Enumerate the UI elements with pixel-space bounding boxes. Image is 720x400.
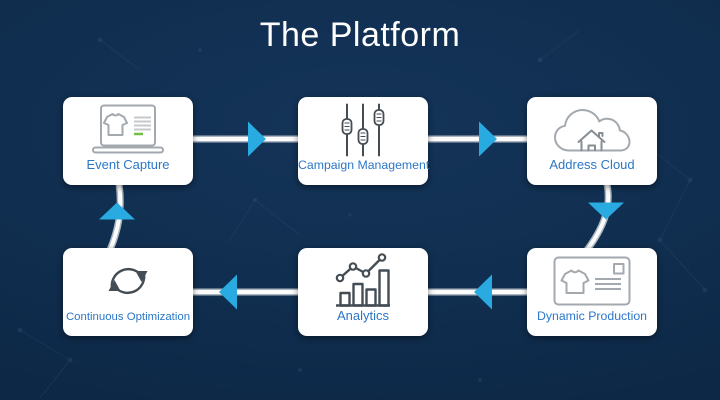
cloud-house-icon bbox=[527, 102, 657, 158]
node-campaign-management: Campaign Management bbox=[298, 97, 430, 185]
connector-optimization-to-event bbox=[106, 183, 124, 252]
page-title: The Platform bbox=[259, 16, 461, 54]
refresh-cycle-icon bbox=[63, 253, 193, 309]
node-continuous-optimization: Continuous Optimization bbox=[63, 248, 193, 336]
laptop-tshirt-icon bbox=[63, 102, 193, 158]
node-label: Event Capture bbox=[86, 157, 170, 172]
arrow-left-icon bbox=[219, 274, 237, 310]
connector-address-to-production bbox=[584, 183, 612, 253]
postcard-tshirt-icon bbox=[527, 253, 657, 309]
arrow-down-icon bbox=[588, 202, 624, 220]
arrow-left-icon bbox=[474, 274, 492, 310]
node-label: Analytics bbox=[336, 308, 390, 323]
node-analytics: Analytics bbox=[298, 248, 428, 336]
sliders-icon bbox=[298, 102, 428, 158]
node-label: Dynamic Production bbox=[536, 309, 648, 323]
arrow-right-icon bbox=[248, 121, 266, 157]
arrow-up-icon bbox=[99, 202, 135, 220]
arrow-right-icon bbox=[479, 121, 497, 157]
node-dynamic-production: Dynamic Production bbox=[527, 248, 657, 336]
node-event-capture: Event Capture bbox=[63, 97, 193, 185]
node-label: Campaign Management bbox=[298, 158, 430, 172]
node-label: Continuous Optimization bbox=[65, 311, 191, 323]
node-label: Address Cloud bbox=[549, 157, 635, 172]
bar-line-chart-icon bbox=[298, 253, 428, 309]
node-address-cloud: Address Cloud bbox=[527, 97, 657, 185]
